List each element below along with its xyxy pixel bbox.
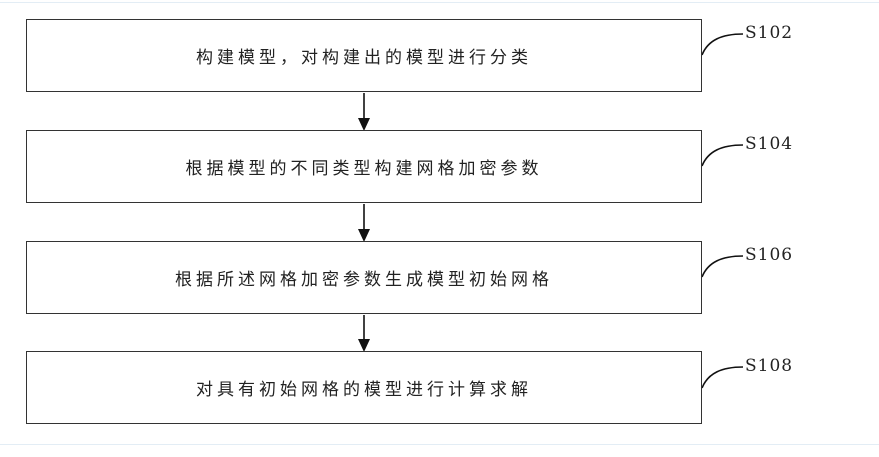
leader-s102	[701, 33, 744, 56]
step-text: 根据模型的不同类型构建网格加密参数	[185, 159, 543, 179]
arrowhead-icon	[358, 229, 370, 242]
step-box-s108: 对具有初始网格的模型进行计算求解	[26, 351, 702, 424]
step-label: S102	[745, 23, 794, 43]
leader-s108	[701, 366, 744, 389]
leader-s104	[701, 144, 744, 167]
step-label: S108	[745, 356, 794, 376]
step-label: S106	[745, 245, 794, 265]
step-label: S104	[745, 134, 794, 154]
step-text: 构建模型，对构建出的模型进行分类	[196, 48, 532, 68]
step-box-s104: 根据模型的不同类型构建网格加密参数	[26, 130, 702, 203]
step-box-s106: 根据所述网格加密参数生成模型初始网格	[26, 241, 702, 314]
step-text: 对具有初始网格的模型进行计算求解	[196, 380, 532, 400]
top-divider	[0, 2, 879, 3]
step-text: 根据所述网格加密参数生成模型初始网格	[175, 270, 553, 290]
step-box-s102: 构建模型，对构建出的模型进行分类	[26, 19, 702, 92]
arrowhead-icon	[358, 339, 370, 352]
arrowhead-icon	[358, 118, 370, 131]
bottom-divider	[0, 444, 879, 445]
leader-s106	[701, 255, 744, 278]
